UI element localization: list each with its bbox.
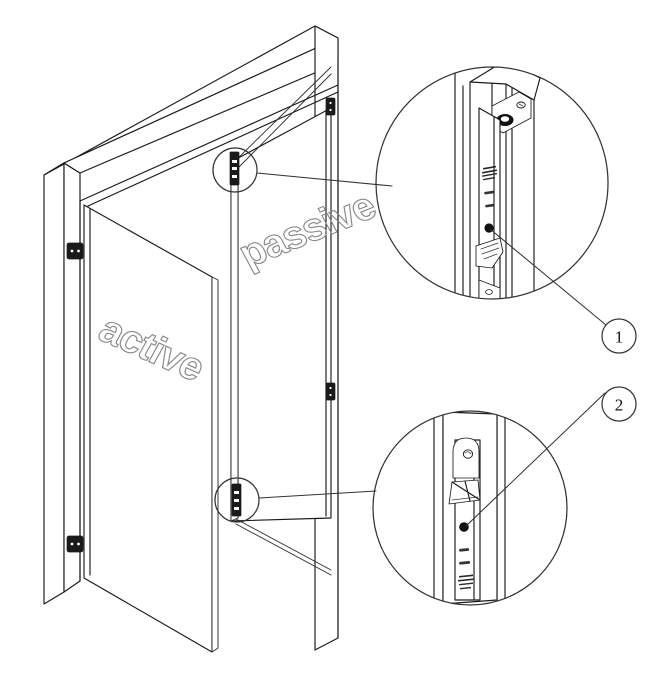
callout-number-1: 1 [615,328,624,347]
frame-head-soffit-line2 [87,91,339,207]
detail2-callout-target-dot [459,522,469,532]
callout-bubble-1[interactable]: 1 [601,318,637,354]
detail1-slot-b [485,203,495,208]
frame-left-jamb-front-face [63,162,81,593]
bottom-flush-bolt [231,483,242,517]
detail2-screw-hole [462,449,474,459]
frame-left-jamb-outer-face [43,162,65,605]
detail-source-circle-top [212,147,258,193]
hinge-group [66,97,336,553]
detail-circle-bottom [372,410,568,606]
detail-source-circle-bottom [214,477,260,523]
passive-door-edge-thickness [230,161,239,522]
active-door-leaf: active [83,204,219,653]
detail2-slot-a [459,548,470,552]
callout-bubble-2[interactable]: 2 [601,386,637,422]
callout-circle-1[interactable] [601,318,637,354]
active-door-top-hinge [66,242,84,260]
active-door-edge-thickness [211,276,219,653]
passive-door-bottom-hinge [325,382,336,401]
detail-leader-bottom [258,490,377,499]
detail1-slot-a [484,190,495,195]
passive-door-leaf: passive [230,66,383,576]
callout-number-2: 2 [615,396,624,415]
detail-view-bottom [372,410,568,606]
frame-head-soffit-line [79,84,339,202]
detail1-faceplate [478,107,501,299]
callout-leader-1 [489,228,607,326]
detail-leader-top [256,172,393,187]
passive-door-bottom-construction-line-b [235,523,332,576]
detail1-brand-text [481,165,498,181]
passive-door-top-construction-line-a [232,66,332,164]
detail-view-top [375,66,609,300]
active-door-face [83,204,213,653]
detail1-lever [475,237,504,269]
passive-door-face [230,107,332,522]
callout-leader-2 [465,392,606,527]
detail-circle-top [375,66,609,300]
detail2-brand-text [458,574,475,590]
active-door-bottom-hinge [66,535,84,553]
flush-bolt-group [229,151,242,517]
detail2-slot-b [459,560,471,565]
passive-door-bottom-construction-line [235,518,332,571]
passive-door-top-construction-line-b [237,73,332,169]
callout-circle-2[interactable] [601,386,637,422]
passive-door-top-hinge [325,97,336,116]
top-flush-bolt [229,151,240,186]
